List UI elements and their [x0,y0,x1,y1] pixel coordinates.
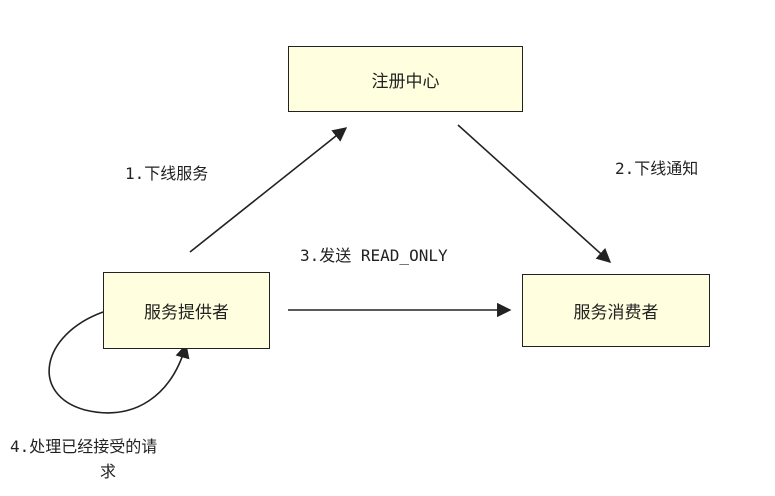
step4-label-line2: 求 [100,462,117,481]
registry-node: 注册中心 [288,46,523,112]
consumer-node: 服务消费者 [522,274,710,347]
provider-node: 服务提供者 [103,272,270,349]
step2-label: 2.下线通知 [615,159,699,178]
step4-label-line1: 4.处理已经接受的请 [10,437,158,456]
registry-label: 注册中心 [371,71,440,92]
step1-label: 1.下线服务 [125,164,209,183]
provider-label: 服务提供者 [144,303,229,323]
arrow-provider-to-registry [189,127,348,253]
consumer-label: 服务消费者 [573,303,659,323]
step3-label: 3.发送 READ_ONLY [300,246,448,265]
arrow-registry-to-consumer [457,124,612,263]
arrow-provider-self-loop [48,311,190,414]
